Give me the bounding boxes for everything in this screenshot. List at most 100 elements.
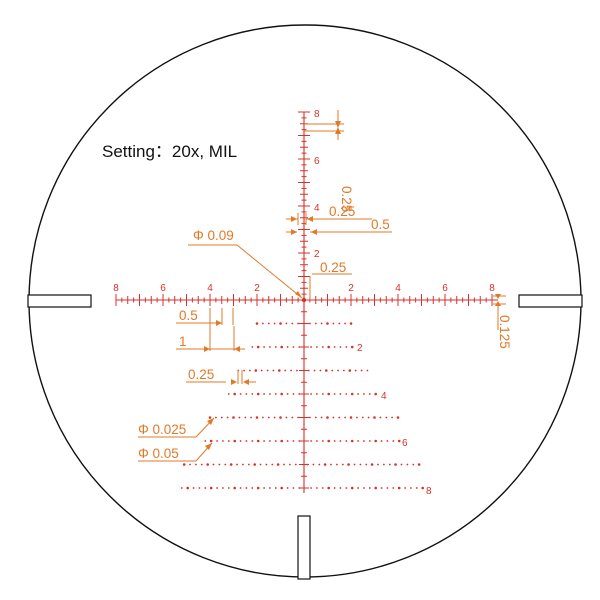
holdover-dot (386, 487, 389, 489)
holdover-dot (360, 369, 363, 372)
holdover-dot (368, 393, 371, 395)
holdover-dot (280, 345, 284, 349)
holdover-dot (314, 416, 317, 419)
holdover-dot (321, 393, 324, 395)
holdover-dot (345, 346, 348, 348)
holdover-dot (339, 440, 342, 442)
holdover-dot (238, 416, 241, 419)
holdover-dot (396, 416, 400, 419)
holdover-dot (192, 487, 195, 489)
setting-label: Setting：20x, MIL (102, 142, 237, 161)
annotation-horizontal-05: 0.5 (179, 308, 198, 323)
holdover-dot (200, 463, 203, 466)
arrow-right-icon (291, 216, 297, 222)
holdover-dot (350, 439, 354, 443)
holdover-dot (263, 393, 265, 395)
holdover-dot (332, 322, 335, 325)
holdover-dot (269, 440, 271, 442)
holdover-dot (279, 322, 282, 325)
holdover-dot (327, 439, 331, 443)
holdover-dot (327, 345, 331, 349)
holdover-dot (347, 463, 350, 466)
center-dot-icon (301, 297, 307, 303)
h-label-left-4: 4 (207, 283, 213, 294)
holdover-dot (386, 440, 389, 442)
holdover-dot (406, 463, 409, 466)
arrow-down-icon (495, 294, 501, 299)
holdover-dot (388, 463, 391, 466)
holdover-dot (298, 393, 301, 395)
holdover-dot (254, 369, 258, 372)
h-label-left-6: 6 (160, 283, 166, 294)
holdover-dot (262, 416, 264, 419)
holdover-dot (284, 369, 287, 372)
holdover-dot (385, 416, 388, 419)
holdover-dot (332, 416, 335, 419)
holdover-dot (312, 463, 315, 466)
holdover-dot (349, 416, 353, 419)
holdover-dot (356, 416, 358, 419)
holdover-dot (330, 463, 332, 466)
holdover-dot (394, 463, 397, 466)
holdover-dot (266, 369, 269, 372)
row-label-4: 4 (381, 391, 387, 402)
holdover-dot (366, 369, 369, 372)
holdover-dot (265, 463, 268, 466)
annotation-dot-small: Φ 0.025 (138, 422, 186, 437)
h-label-right-4: 4 (395, 283, 401, 294)
holdover-dot (350, 345, 354, 349)
annotation-upper-025: 0.25 (329, 204, 355, 219)
holdover-dot (397, 486, 401, 490)
h-label-right-6: 6 (442, 283, 448, 294)
h-label-left-8: 8 (113, 283, 119, 294)
holdover-dot (222, 440, 224, 442)
holdover-dot (260, 369, 263, 372)
holdover-dot (189, 463, 191, 466)
holdover-dot (310, 393, 312, 395)
holdover-dot (368, 440, 371, 442)
holdover-dot (410, 487, 412, 489)
holdover-dot (276, 463, 280, 466)
holdover-dot (307, 369, 310, 372)
holdover-dot (283, 463, 285, 466)
holdover-dot (267, 416, 270, 419)
holdover-dot (374, 392, 378, 396)
holdover-dot (255, 322, 259, 325)
holdover-dot (292, 487, 295, 489)
holdover-dot (380, 487, 383, 489)
annotation-dot-spacing: 0.25 (188, 367, 214, 382)
v-label-up-6: 6 (314, 156, 320, 167)
holdover-dot (321, 346, 324, 348)
holdover-dot (256, 345, 260, 349)
v-label-up-4: 4 (314, 203, 320, 214)
holdover-dot (292, 393, 295, 395)
holdover-dot (297, 322, 299, 325)
holdover-dot (286, 440, 289, 442)
holdover-dot (310, 346, 312, 348)
holdover-dot (421, 486, 425, 490)
annotation-vertical-025: 0.25 (339, 186, 354, 212)
arrow-down-icon (335, 121, 341, 128)
holdover-dot (256, 392, 260, 396)
holdover-dot (321, 487, 324, 489)
holdover-dot (245, 487, 248, 489)
annotation-right-0125: 0.125 (497, 315, 512, 349)
holdover-dot (267, 322, 270, 325)
holdover-dot (333, 487, 336, 489)
holdover-dot (280, 439, 284, 443)
holdover-dot (339, 487, 342, 489)
arrow-up-icon (495, 301, 501, 306)
arrow-diagonal-icon (205, 443, 212, 450)
holdover-dot (379, 416, 382, 419)
holdover-dot (404, 487, 406, 489)
holdover-dot (357, 487, 359, 489)
holdover-dot (333, 346, 336, 348)
holdover-dot (316, 346, 318, 348)
holdover-dot (363, 393, 365, 395)
arrow-left-icon (243, 379, 249, 385)
holdover-dot (363, 440, 365, 442)
holdover-dot (297, 416, 299, 419)
holdover-dot (180, 487, 183, 489)
holdover-dot (263, 346, 265, 348)
holdover-dot (274, 346, 277, 348)
